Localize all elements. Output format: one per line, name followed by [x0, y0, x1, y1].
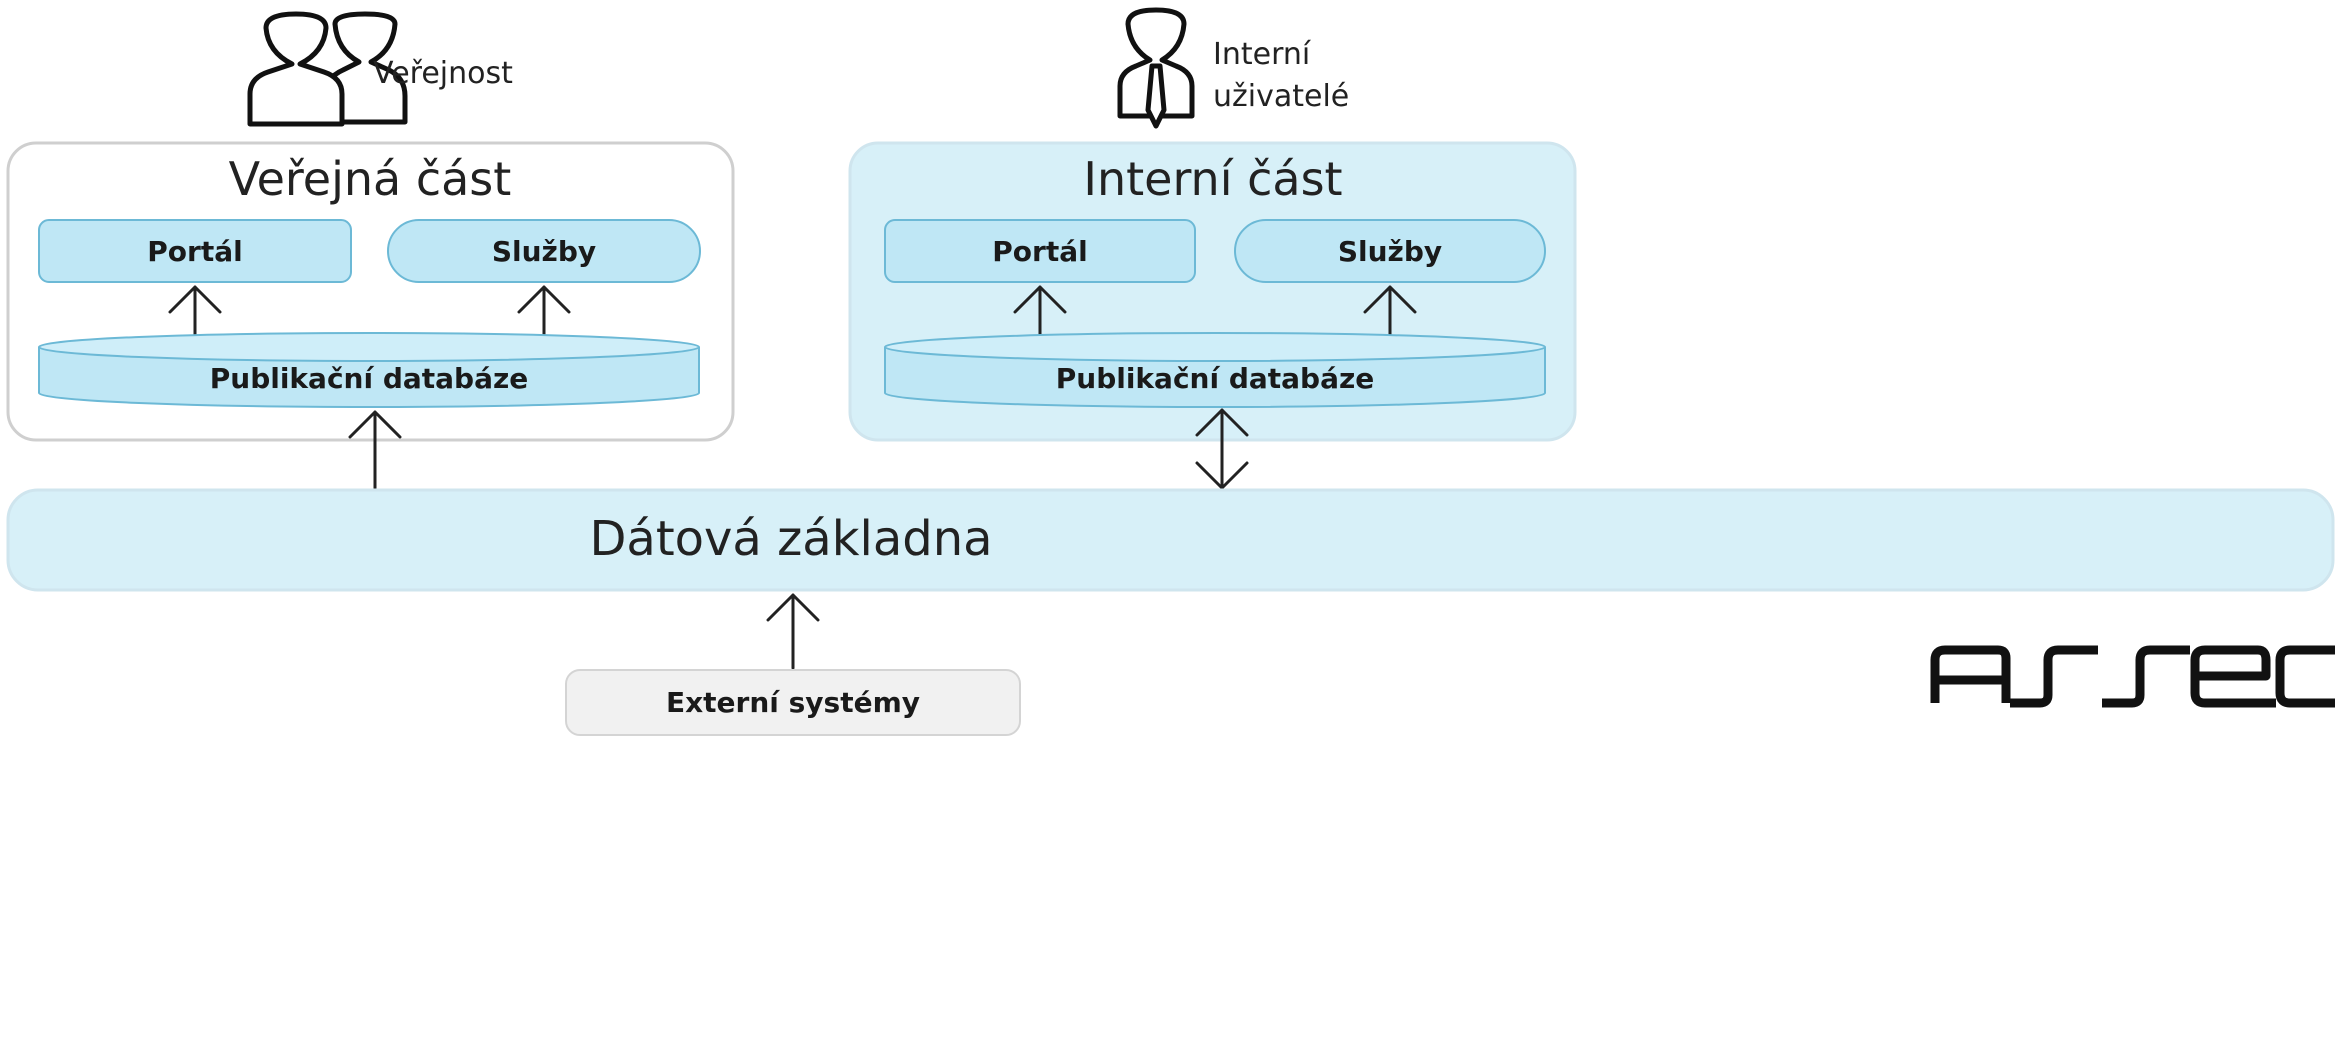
public-section-title: Veřejná část [229, 152, 512, 206]
public-services-label: Služby [492, 235, 596, 268]
internal-portal-label: Portál [992, 235, 1087, 268]
internal-services-box [1234, 219, 1546, 283]
person-front-icon [247, 11, 345, 127]
internal-database-label: Publikační databáze [1056, 362, 1375, 395]
internal-services-label: Služby [1338, 235, 1442, 268]
internal-database [884, 332, 1546, 408]
public-database [38, 332, 700, 408]
external-systems-label: Externí systémy [666, 686, 920, 719]
internal-user-icon [1117, 7, 1195, 129]
public-portal-box [38, 219, 352, 283]
internal-users-label-line2: uživatelé [1213, 79, 1349, 114]
person-back-icon [322, 11, 408, 125]
internal-portal-box [884, 219, 1196, 283]
public-portal-label: Portál [147, 235, 242, 268]
public-services-box [387, 219, 701, 283]
data-to-public-arrow [348, 410, 402, 490]
internal-data-sync-arrow [1195, 408, 1249, 490]
external-systems-box [565, 669, 1021, 736]
internal-users-label-line1: Interní [1213, 37, 1312, 72]
external-to-data-arrow [766, 593, 820, 670]
public-database-label: Publikační databáze [210, 362, 529, 395]
data-base-label: Dátová základna [589, 511, 992, 567]
asseco-logo [1930, 645, 2335, 708]
internal-section-title: Interní část [1083, 152, 1342, 206]
data-base-band [6, 488, 2335, 592]
person-icon [1117, 7, 1195, 119]
public-users-icon [247, 11, 408, 127]
public-users-label: Veřejnost [373, 56, 513, 91]
tie-icon [1145, 63, 1167, 129]
